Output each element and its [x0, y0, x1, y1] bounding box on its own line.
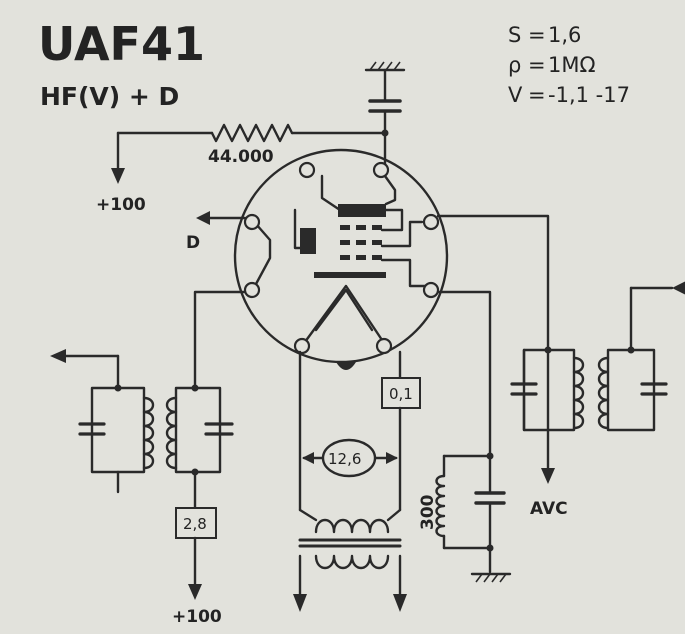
plus100-left-label: +100	[96, 195, 146, 215]
heater-transformer	[293, 508, 407, 612]
parameter-list: S = 1,6 ρ = 1MΩ V = -1,1 -17	[508, 23, 630, 107]
param-equals-s: =	[528, 23, 546, 47]
tube-type-title: UAF41	[38, 17, 205, 71]
param-value-s: 1,6	[548, 23, 581, 47]
param-symbol-v: V	[508, 83, 523, 107]
tube-function-subtitle: HF(V) + D	[40, 82, 179, 111]
avc-arrow	[541, 468, 555, 484]
param-value-rho: 1MΩ	[548, 53, 596, 77]
grid-resistor-value: 44.000	[208, 147, 274, 167]
cathode-resistor-value: 300	[418, 494, 438, 530]
screen-capacitor-value: 2,8	[183, 515, 207, 533]
param-equals-rho: =	[528, 53, 546, 77]
tube-base-key	[336, 362, 356, 370]
param-equals-v: =	[528, 83, 546, 107]
param-value-v: -1,1 -17	[548, 83, 630, 107]
heater-capacitor-box	[381, 377, 421, 409]
param-symbol-s: S	[508, 23, 521, 47]
screen-capacitor-box	[175, 507, 217, 539]
diode-anode	[300, 228, 316, 254]
cathode-ground-symbol	[470, 572, 512, 583]
tube-pins	[243, 161, 440, 355]
heater-voltage-value: 12,6	[328, 450, 361, 468]
diode-output-arrow	[196, 211, 210, 225]
avc-label: AVC	[530, 499, 568, 519]
left-if-transformer	[50, 349, 234, 494]
heater-voltage-oval	[321, 438, 377, 478]
anode-plate	[338, 204, 386, 217]
grid-dashes	[340, 225, 382, 260]
heater-capacitor-value: 0,1	[389, 385, 413, 403]
cathode-bar	[314, 272, 386, 278]
right-if-transformer	[510, 281, 685, 432]
diode-output-label: D	[186, 233, 200, 253]
cathode-resistor	[435, 474, 446, 538]
plus100-bottom-arrow	[188, 584, 202, 600]
plus100-bottom-label: +100	[172, 607, 222, 627]
grid-resistor	[210, 123, 294, 143]
plus100-left-arrow	[111, 168, 125, 184]
param-symbol-rho: ρ	[508, 53, 521, 77]
top-capacitor	[368, 99, 402, 113]
